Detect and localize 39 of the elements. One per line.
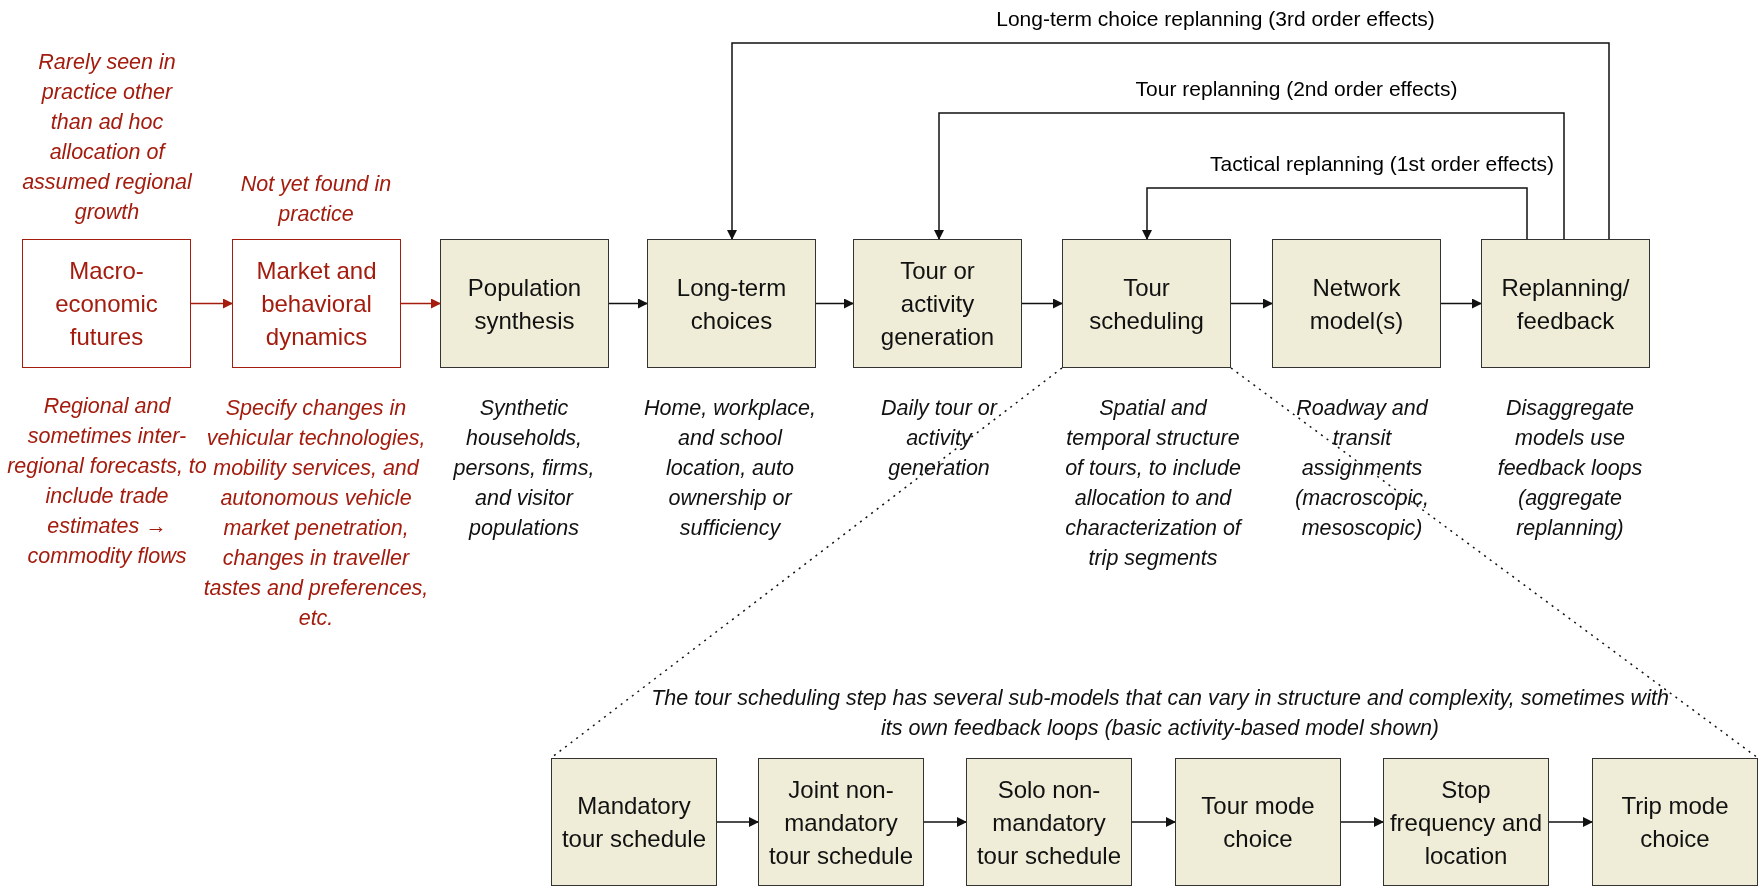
arrow [1440,298,1482,309]
process-box: Macro-economic futures [22,239,191,368]
note-text: The tour scheduling step has several sub-models that can vary in structure and complexity, sometimes with its own feedback loops (basic activity-based model shown) [650,685,1670,742]
arrow [815,298,854,309]
description-text: Roadway and transit assignments (macroscopic, mesoscopic) [1294,395,1430,542]
description-text: Daily tour or activity generation [880,395,999,482]
process-box: Solo non-mandatory tour schedule [966,758,1132,886]
arrow [934,112,1565,240]
description-text: Disaggregate models use feedback loops (aggregate replanning) [1496,395,1644,542]
arrow [1548,817,1593,827]
arrow [727,42,1610,240]
arrow [1021,298,1063,309]
process-box: Replanning/ feedback [1481,239,1650,368]
arrow [1230,298,1273,309]
process-box: Joint non-mandatory tour schedule [758,758,924,886]
process-box: Market and behavioral dynamics [232,239,401,368]
arrow [1340,817,1384,827]
arrow [190,298,233,309]
description-text: Home, workplace, and school location, auto ownership or sufficiency [642,395,818,542]
process-box: Population synthesis [440,239,609,368]
process-box: Tour scheduling [1062,239,1231,368]
dotted-line [1230,367,1759,759]
arrow [1142,187,1528,240]
arrow [608,298,648,309]
process-box: Stop frequency and location [1383,758,1549,886]
process-box: Mandatory tour schedule [551,758,717,886]
description-text: Spatial and temporal structure of tours, to include allocation to and characterization of trip segments [1065,395,1241,572]
arrow [1131,817,1176,827]
process-box: Tour mode choice [1175,758,1341,886]
arrow [400,298,441,309]
process-box: Trip mode choice [1592,758,1758,886]
process-box: Network model(s) [1272,239,1441,368]
process-box: Long-term choices [647,239,816,368]
description-text: Rarely seen in practice other than ad hoc allocation of assumed regional growth [21,49,194,226]
arrow [923,817,967,827]
description-text: Not yet found in practice [239,171,393,228]
description-text: Synthetic households, persons, firms, and visitor populations [452,395,596,542]
process-box: Tour or activity generation [853,239,1022,368]
arrow [716,817,759,827]
